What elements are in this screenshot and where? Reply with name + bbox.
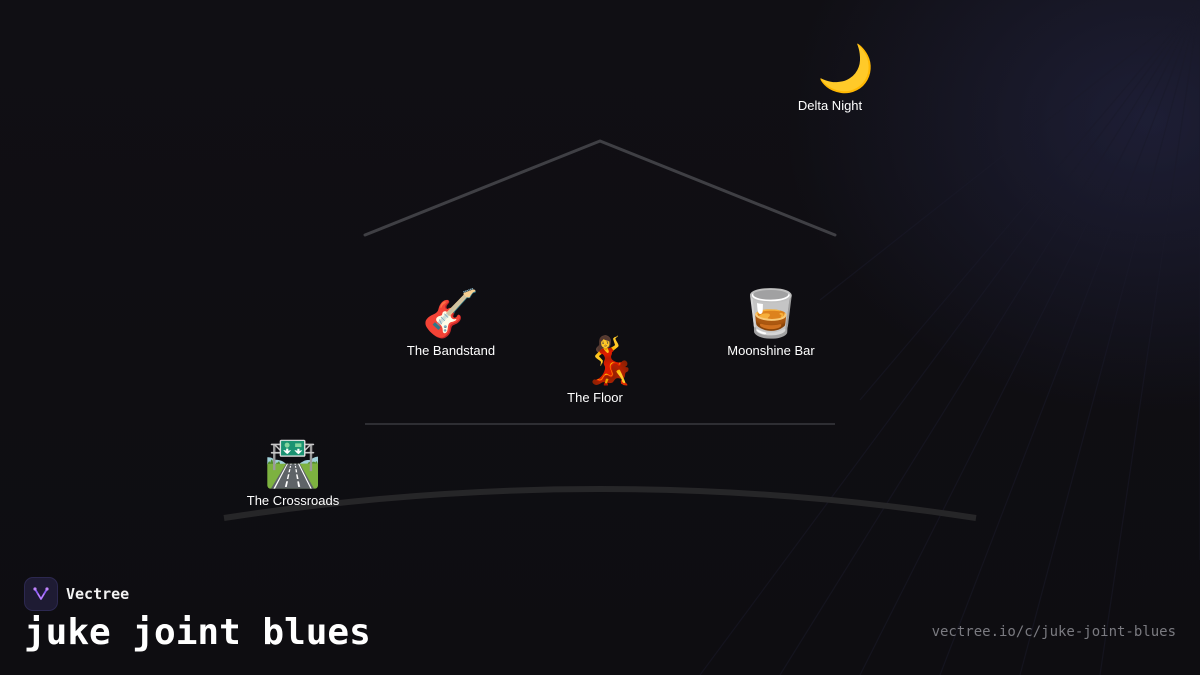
tumbler-glass-icon: 🥃 (742, 286, 800, 340)
node-crossroads[interactable]: 🛣️ The Crossroads (213, 437, 373, 509)
node-label: The Crossroads (246, 493, 340, 508)
roof-line (363, 139, 837, 237)
node-label: Delta Night (797, 98, 863, 113)
vectree-logo-icon (24, 577, 58, 611)
dancer-icon: 💃 (581, 333, 639, 387)
brand-name: Vectree (66, 585, 130, 603)
node-moonshine-bar[interactable]: 🥃 Moonshine Bar (691, 287, 851, 359)
guitar-icon: 🎸 (422, 286, 480, 340)
brand[interactable]: Vectree (24, 577, 129, 611)
node-label: The Floor (567, 390, 623, 405)
node-the-floor[interactable]: 💃 The Floor (515, 334, 675, 406)
page-url[interactable]: vectree.io/c/juke-joint-blues (931, 624, 1176, 640)
node-label: Moonshine Bar (727, 343, 815, 358)
node-label: The Bandstand (406, 343, 496, 358)
page-title: juke joint blues (24, 612, 371, 653)
moon-icon: 🌙 (817, 41, 875, 95)
node-delta-night[interactable]: 🌙 Delta Night (750, 42, 910, 114)
road-curve (223, 486, 977, 521)
motorway-icon: 🛣️ (264, 436, 322, 490)
node-bandstand[interactable]: 🎸 The Bandstand (371, 287, 531, 359)
